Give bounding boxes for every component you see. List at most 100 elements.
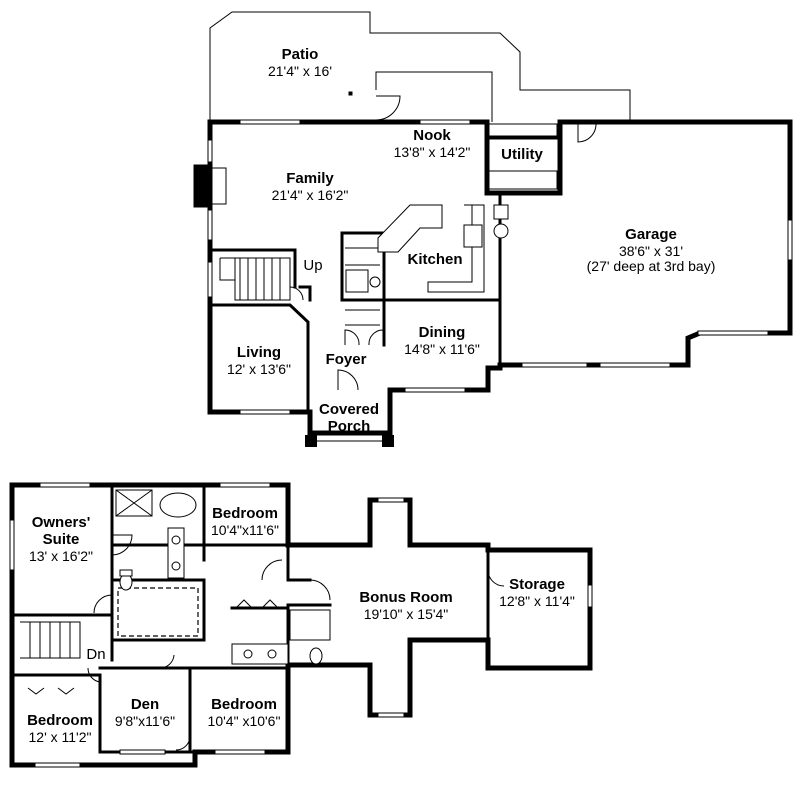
room-size: 21'4" x 16'2" — [271, 186, 349, 203]
patio-post — [348, 91, 353, 96]
window — [119, 749, 166, 755]
room-label-patio: Patio 21'4" x 16' — [267, 46, 333, 79]
door — [487, 569, 505, 587]
room-label-foyer: Foyer — [325, 351, 367, 369]
door — [93, 594, 113, 614]
room-size: 13' x 16'2" — [28, 547, 94, 564]
window — [219, 482, 271, 488]
garage-bay — [599, 362, 671, 368]
door — [111, 534, 133, 556]
window — [207, 209, 213, 241]
room-size: 21'4" x 16' — [267, 62, 333, 79]
main-floor-exterior-wall — [207, 119, 793, 436]
room-name: Foyer — [325, 351, 367, 368]
stair-wall — [208, 248, 312, 302]
window — [39, 482, 91, 488]
main-stair — [219, 257, 291, 301]
room-name: Kitchen — [407, 251, 463, 268]
room-size: 10'4" x10'6" — [207, 712, 281, 729]
door — [159, 654, 175, 669]
window — [207, 261, 213, 298]
bath-wall — [110, 578, 206, 642]
room-label-garage: Garage 38'6" x 31' (27' deep at 3rd bay) — [587, 226, 716, 275]
room-label-bedroom-2: Bedroom 10'4"x11'6" — [211, 505, 279, 538]
room-name: Bedroom — [211, 696, 277, 713]
room-label-living: Living 12' x 13'6" — [226, 344, 292, 377]
room-name: Garage — [625, 226, 677, 243]
hall-tub — [289, 609, 331, 641]
garage-bay — [697, 330, 769, 336]
patio-outline — [209, 11, 631, 122]
room-label-storage: Storage 12'8" x 11'4" — [499, 576, 575, 609]
room-name: Dining — [418, 324, 466, 341]
garage-bay — [521, 362, 588, 368]
stair-direction: Up — [303, 257, 323, 274]
room-name-line2: Porch — [327, 417, 371, 435]
room-size: 19'10" x 15'4" — [363, 605, 449, 622]
kitchen-counter — [427, 204, 485, 293]
room-size: 13'8" x 14'2" — [393, 143, 471, 160]
door — [87, 667, 101, 683]
window — [404, 387, 466, 393]
window — [9, 519, 15, 571]
room-name: Covered — [318, 401, 380, 418]
upper-stair — [20, 621, 81, 659]
room-label-porch: Covered Porch — [318, 401, 380, 436]
garage-door-swing — [577, 123, 597, 143]
room-name: Bedroom — [212, 505, 278, 522]
room-name: Bedroom — [27, 712, 93, 729]
patio-door — [375, 95, 401, 121]
window — [239, 119, 301, 125]
window — [207, 139, 213, 163]
room-name: Nook — [413, 127, 451, 144]
room-label-kitchen: Kitchen — [407, 251, 463, 269]
closet-doors — [344, 329, 384, 346]
room-size: 38'6" x 31' — [618, 242, 684, 259]
room-name: Living — [236, 344, 282, 361]
window — [787, 219, 793, 261]
room-size: 10'4"x11'6" — [211, 521, 279, 538]
room-label-bedroom-3: Bedroom 10'4" x10'6" — [207, 696, 281, 729]
kitchen-island — [377, 204, 443, 253]
room-name-line2: Suite — [42, 530, 80, 548]
tub — [159, 492, 197, 518]
fridge-icon — [493, 223, 509, 239]
range — [463, 224, 483, 248]
room-label-family: Family 21'4" x 16'2" — [271, 170, 349, 203]
room-size: 14'8" x 11'6" — [404, 340, 480, 357]
door — [261, 559, 283, 581]
room-name: Bonus Room — [359, 589, 453, 606]
room-label-bonus-room: Bonus Room 19'10" x 15'4" — [359, 589, 453, 622]
room-label-owners-suite: Owners' Suite 13' x 16'2" — [28, 514, 94, 564]
window — [587, 584, 593, 608]
double-vanity — [231, 643, 289, 665]
room-size: 12'8" x 11'4" — [499, 592, 575, 609]
porch-column — [305, 435, 317, 447]
room-label-bedroom-sw: Bedroom 12' x 11'2" — [27, 712, 93, 745]
room-name: Family — [286, 170, 334, 187]
living-wall — [208, 303, 310, 414]
window — [34, 762, 81, 768]
patio-step — [375, 71, 493, 122]
room-label-dining: Dining 14'8" x 11'6" — [404, 324, 480, 357]
stair-label-down: Dn — [86, 646, 106, 664]
room-size: 12' x 13'6" — [226, 360, 292, 377]
porch-column — [382, 435, 394, 447]
window — [214, 749, 266, 755]
room-label-utility: Utility — [501, 146, 543, 164]
utility-counter — [488, 170, 558, 190]
room-name: Patio — [281, 46, 319, 63]
room-size: 9'8"x11'6" — [114, 712, 176, 729]
window — [419, 119, 471, 125]
door — [309, 579, 331, 601]
door — [175, 734, 191, 751]
entry-door — [337, 369, 359, 391]
window — [377, 712, 405, 718]
room-label-den: Den 9'8"x11'6" — [114, 696, 176, 729]
window — [239, 409, 291, 415]
closet-door — [27, 687, 75, 695]
room-name: Storage — [509, 576, 565, 593]
stair-direction: Dn — [86, 646, 106, 663]
room-size: 12' x 11'2" — [28, 728, 92, 745]
